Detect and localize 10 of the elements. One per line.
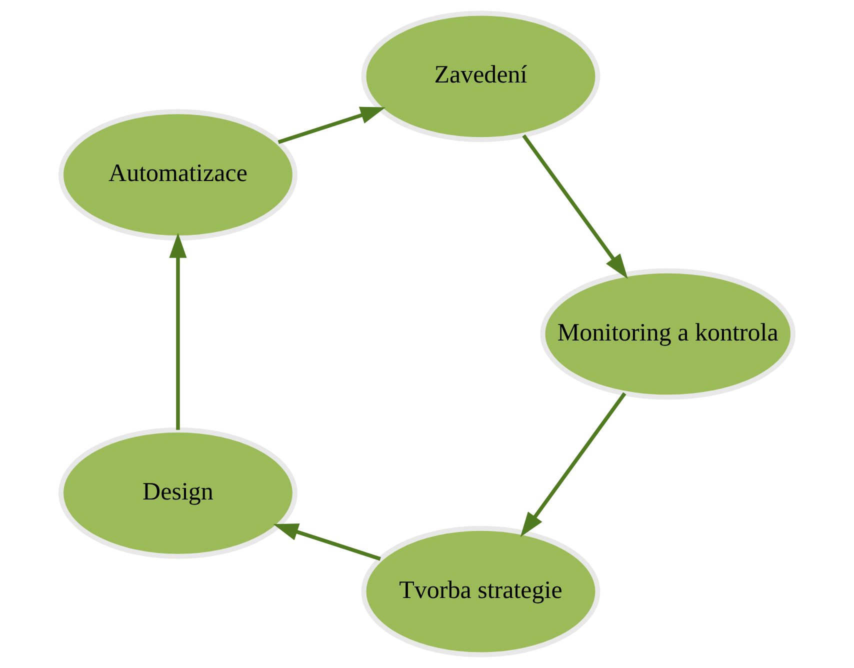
arrow	[520, 392, 626, 538]
arrow	[278, 106, 386, 144]
arrow	[522, 134, 628, 279]
node-ellipse: Zavedení	[361, 10, 600, 142]
node-ellipse: Monitoring a kontrola	[540, 268, 796, 400]
node-ellipse: Tvorba strategie	[361, 526, 600, 658]
arrow	[169, 232, 187, 430]
node-ellipse: Design	[58, 428, 298, 559]
node-ellipse: Automatizace	[58, 109, 298, 240]
arrow	[273, 524, 381, 561]
